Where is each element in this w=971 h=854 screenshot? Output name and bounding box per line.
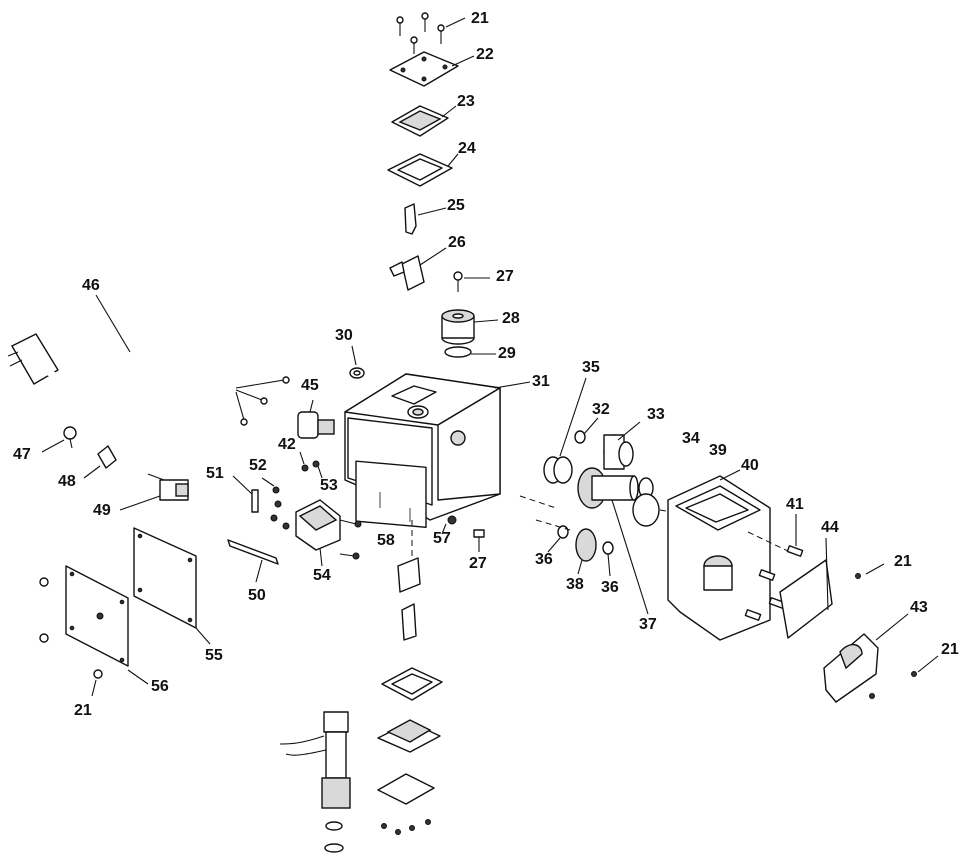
- gear-housing-31: [344, 373, 531, 528]
- seal-30: [349, 345, 365, 379]
- gasket-44: [779, 537, 885, 639]
- gear-case-40: [667, 469, 771, 641]
- o-ring-29: [444, 346, 496, 358]
- screws-41: [744, 514, 804, 621]
- callout-37: 37: [639, 616, 657, 633]
- callout-21: 21: [894, 553, 912, 570]
- callout-35: 35: [582, 359, 600, 376]
- callout-54: 54: [313, 567, 331, 584]
- screw-27-lower: [473, 529, 485, 552]
- callout-21: 21: [471, 10, 489, 27]
- callout-53: 53: [320, 477, 338, 494]
- callout-52: 52: [249, 457, 267, 474]
- side-cover-56: [65, 565, 149, 685]
- callout-38: 38: [566, 576, 584, 593]
- cover-23: [391, 105, 457, 137]
- screw-42: [299, 451, 309, 472]
- callout-58: 58: [377, 532, 395, 549]
- callout-43: 43: [910, 599, 928, 616]
- callout-39: 39: [709, 442, 727, 459]
- top-screws-21: [396, 12, 466, 54]
- terminal-block-54: [295, 499, 341, 567]
- callout-36: 36: [601, 579, 619, 596]
- lower-stack: [377, 520, 443, 835]
- power-cord-46: [7, 294, 290, 426]
- callout-29: 29: [498, 345, 516, 362]
- screw-47: [41, 426, 77, 453]
- callout-49: 49: [93, 502, 111, 519]
- screws-58: [339, 519, 362, 560]
- callout-30: 30: [335, 327, 353, 344]
- callout-33: 33: [647, 406, 665, 423]
- callout-32: 32: [592, 401, 610, 418]
- gasket-24: [387, 153, 459, 187]
- side-cover-55: [133, 527, 211, 645]
- callout-26: 26: [448, 234, 466, 251]
- callout-44: 44: [821, 519, 839, 536]
- callout-57: 57: [433, 530, 451, 547]
- cord-fitting-45: [297, 399, 335, 439]
- cover-plate-22: [389, 51, 475, 87]
- callout-24: 24: [458, 140, 476, 157]
- screws-21-left: [39, 577, 103, 697]
- callout-46: 46: [82, 277, 100, 294]
- bracket-26: [389, 247, 447, 291]
- callout-23: 23: [457, 93, 475, 110]
- screw-27-top: [453, 271, 490, 292]
- jumper-50: [227, 539, 279, 583]
- strain-relief-48: [83, 445, 117, 479]
- callout-27: 27: [496, 268, 514, 285]
- callout-31: 31: [532, 373, 550, 390]
- callout-27: 27: [469, 555, 487, 572]
- callout-22: 22: [476, 46, 494, 63]
- washers-52: [261, 477, 290, 530]
- callout-45: 45: [301, 377, 319, 394]
- gear-train: [519, 377, 721, 615]
- callout-34: 34: [682, 430, 700, 447]
- callout-28: 28: [502, 310, 520, 327]
- callout-55: 55: [205, 647, 223, 664]
- callout-42: 42: [278, 436, 296, 453]
- callout-48: 48: [58, 473, 76, 490]
- gear-28: [441, 309, 499, 345]
- fuse-51: [232, 475, 259, 513]
- toggle-switch-49: [119, 473, 189, 511]
- callout-21: 21: [941, 641, 959, 658]
- callout-51: 51: [206, 465, 224, 482]
- callout-50: 50: [248, 587, 266, 604]
- cover-43: [823, 613, 939, 703]
- callout-36: 36: [535, 551, 553, 568]
- nut-53: [312, 460, 323, 479]
- switch-lever-25: [404, 203, 447, 235]
- callout-56: 56: [151, 678, 169, 695]
- callout-21: 21: [74, 702, 92, 719]
- callout-41: 41: [786, 496, 804, 513]
- callout-47: 47: [13, 446, 31, 463]
- motor-armature: [279, 711, 351, 853]
- callout-40: 40: [741, 457, 759, 474]
- nut-57: [441, 515, 457, 535]
- callout-25: 25: [447, 197, 465, 214]
